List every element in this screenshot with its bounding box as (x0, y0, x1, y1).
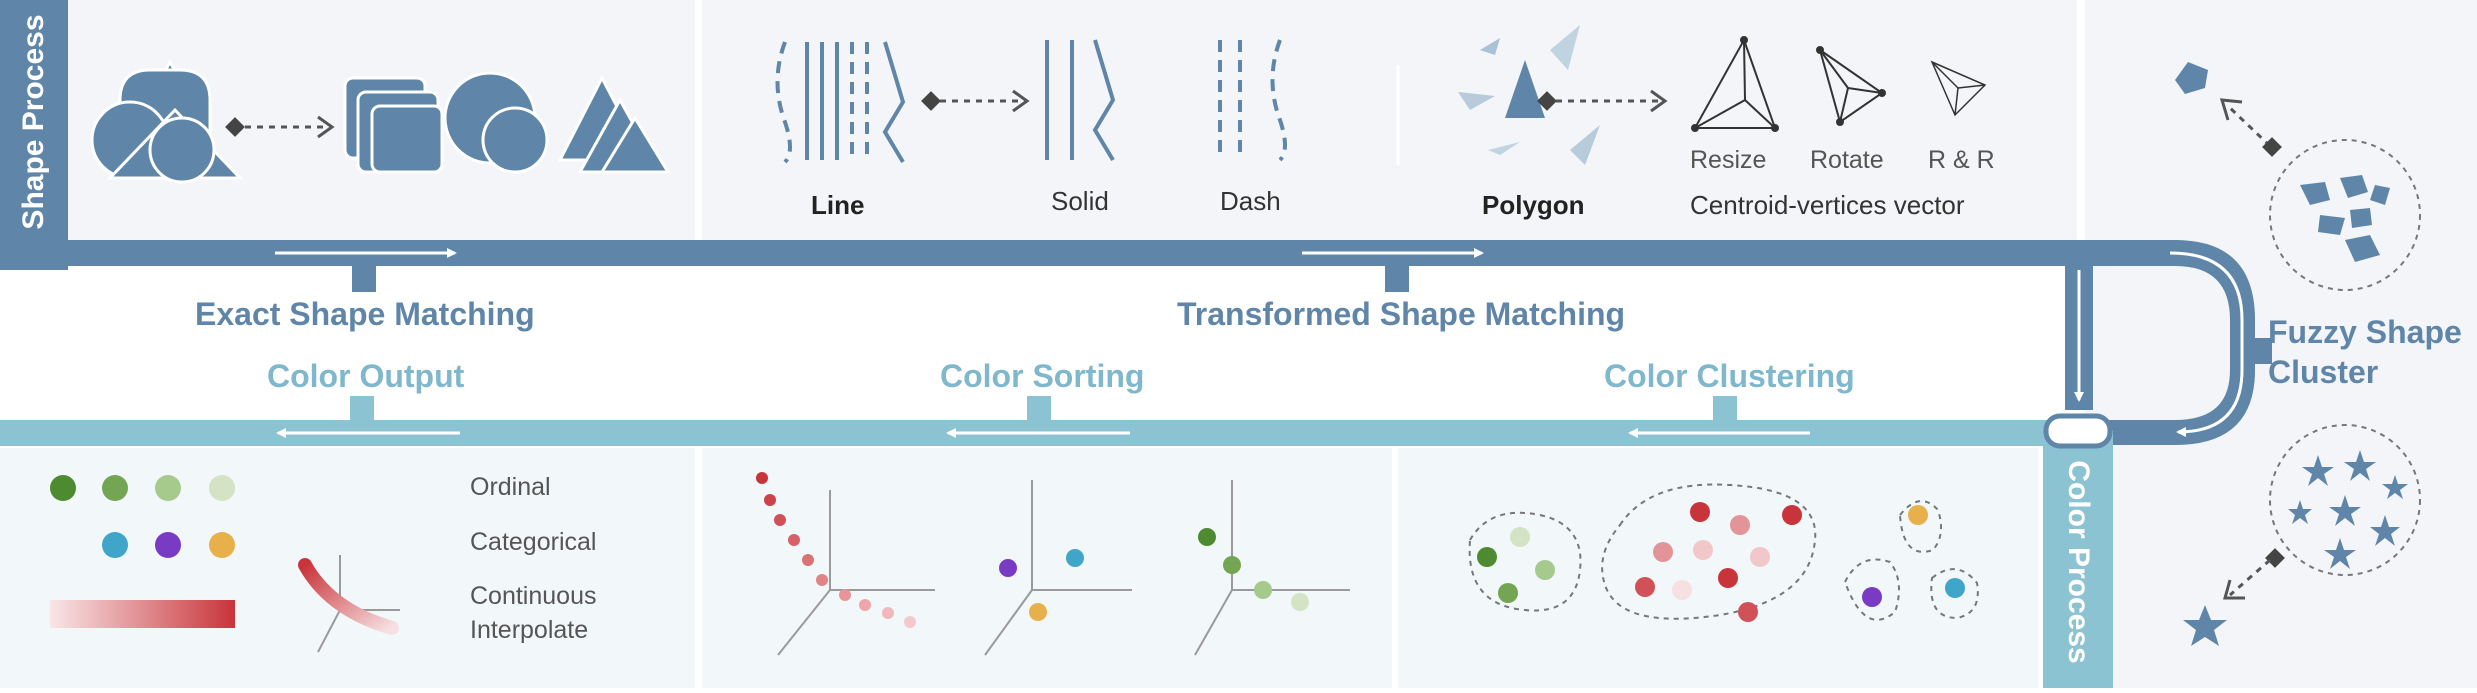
dash-lines-icon (1218, 39, 1287, 162)
rotate-caption: Rotate (1810, 146, 1884, 174)
color-sorting-icon (756, 472, 1350, 656)
rotate-icon (1816, 46, 1886, 126)
dashed-arrow-3 (1537, 89, 1668, 113)
interpolate-caption: Interpolate (470, 616, 589, 644)
continuous-caption: Continuous (470, 582, 597, 610)
color-band (0, 396, 2113, 688)
squares-icon (343, 76, 444, 174)
transformed-shape-matching-title: Transformed Shape Matching (1177, 296, 1626, 332)
solid-caption: Solid (1051, 186, 1109, 216)
exact-shapes-icon (90, 58, 244, 184)
fuzzy-cluster-icon (2175, 62, 2421, 291)
color-clustering-icon (1468, 483, 1979, 622)
fuzzy-shape-cluster-line1: Fuzzy Shape (2268, 314, 2462, 350)
color-clustering-title: Color Clustering (1604, 358, 1855, 394)
centroid-vertices-caption: Centroid-vertices vector (1690, 190, 1965, 220)
shape-process-label: Shape Process (17, 14, 50, 230)
exact-shape-matching-title: Exact Shape Matching (195, 296, 535, 332)
ordinal-caption: Ordinal (470, 473, 551, 501)
line-icon (775, 41, 906, 164)
color-output-title: Color Output (267, 358, 465, 394)
line-caption: Line (811, 190, 865, 220)
dashed-arrow-1 (225, 115, 335, 139)
resize-icon (1691, 36, 1779, 132)
fuzzy-shape-cluster-title: Fuzzy Shape Cluster (2268, 312, 2462, 392)
resize-caption: Resize (1690, 146, 1767, 174)
polygon-icon (1458, 25, 1600, 165)
fuzzy-shape-cluster-line2: Cluster (2268, 354, 2379, 390)
dash-caption: Dash (1220, 186, 1281, 216)
polygon-caption: Polygon (1482, 190, 1585, 220)
categorical-caption: Categorical (470, 528, 597, 556)
solid-lines-icon (1045, 39, 1116, 162)
r-and-r-caption: R & R (1928, 146, 1995, 174)
color-output-icon (50, 475, 400, 653)
circles-icon (443, 71, 549, 174)
resize-rotate-icon (1930, 60, 1987, 117)
triangles-icon (557, 74, 671, 174)
fuzzy-stars-icon (2183, 424, 2421, 646)
color-sorting-title: Color Sorting (940, 358, 1145, 394)
color-process-label: Color Process (2062, 460, 2095, 664)
